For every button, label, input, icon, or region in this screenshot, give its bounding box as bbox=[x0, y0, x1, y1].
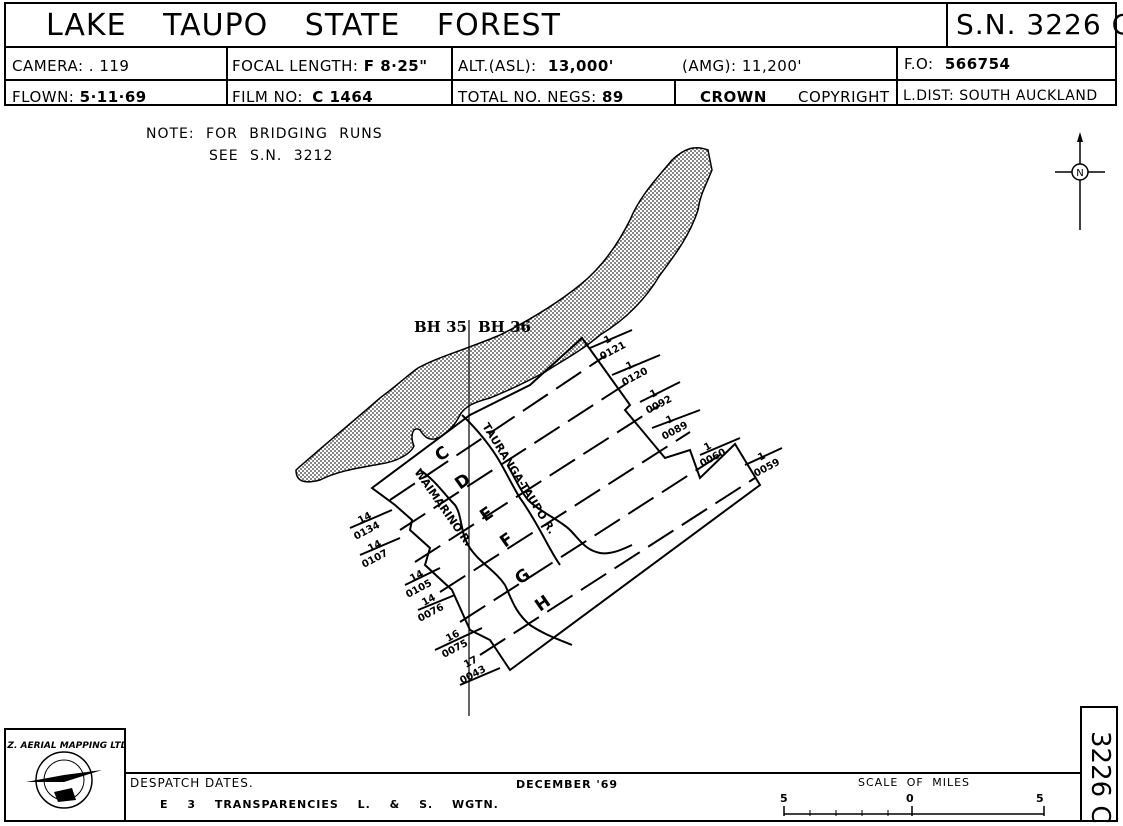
run-letter-g: G bbox=[511, 565, 534, 589]
camera-field: CAMERA: . 119 bbox=[12, 57, 130, 75]
side-number-box bbox=[1080, 706, 1118, 822]
focal-length-field: FOCAL LENGTH: F 8·25" bbox=[232, 57, 428, 75]
header-divider-2 bbox=[451, 46, 453, 104]
scale-bar bbox=[783, 806, 1045, 816]
crown-label: CROWN bbox=[700, 88, 767, 106]
film-no-value: C 1464 bbox=[312, 88, 374, 106]
despatch-date: DECEMBER '69 bbox=[516, 778, 619, 791]
run-letters: C D E F G H bbox=[431, 443, 554, 617]
run-line-e bbox=[414, 404, 661, 563]
north-arrow: N bbox=[1055, 132, 1105, 230]
map-title: LAKE TAUPO STATE FOREST bbox=[46, 8, 561, 43]
run-letter-f: F bbox=[496, 529, 517, 552]
scale-label-mid: 0 bbox=[906, 792, 915, 805]
focal-length-label: FOCAL LENGTH: bbox=[232, 57, 359, 75]
run-label-right-6-top: 1 bbox=[756, 451, 767, 464]
scale-title: SCALE OF MILES bbox=[858, 776, 971, 789]
run-end-ticks bbox=[349, 329, 783, 686]
bridging-note-line-2: SEE S.N. 3212 bbox=[209, 148, 334, 164]
header-rule-1 bbox=[6, 46, 1115, 48]
land-district-field: L.DIST: SOUTH AUCKLAND bbox=[903, 88, 1098, 104]
film-no-field: FILM NO: C 1464 bbox=[232, 88, 373, 106]
run-line-g bbox=[459, 454, 721, 623]
run-label-right-3-top: 1 bbox=[648, 388, 659, 401]
side-sheet-number: 3226 C bbox=[1085, 731, 1115, 824]
tauranga-taupo-river-branch bbox=[507, 465, 633, 555]
header-divider-3 bbox=[674, 79, 676, 104]
run-label-right-5-top: 1 bbox=[702, 441, 713, 454]
alt-asl-field: ALT.(ASL): 13,000' bbox=[458, 57, 614, 75]
north-label: N bbox=[1076, 168, 1083, 179]
flown-value: 5·11·69 bbox=[79, 88, 147, 106]
amg-field: (AMG): 11,200' bbox=[682, 57, 802, 75]
film-no-label: FILM NO: bbox=[232, 88, 303, 106]
bridging-note-line-1: NOTE: FOR BRIDGING RUNS bbox=[146, 126, 383, 142]
despatch-dates-label: DESPATCH DATES. bbox=[130, 776, 254, 790]
total-negs-label: TOTAL NO. NEGS: bbox=[458, 88, 597, 106]
header-rule-2 bbox=[6, 79, 1115, 81]
header-table: LAKE TAUPO STATE FOREST S.N. 3226 C CAME… bbox=[4, 2, 1123, 106]
run-letter-d: D bbox=[451, 470, 474, 494]
fo-field: F.O: 566754 bbox=[904, 55, 1011, 73]
bh36-label: BH 36 bbox=[478, 318, 531, 336]
total-negs-value: 89 bbox=[602, 88, 624, 106]
run-letter-c: C bbox=[431, 443, 453, 467]
run-line-c bbox=[389, 355, 606, 501]
copyright-label: COPYRIGHT bbox=[798, 88, 890, 106]
header-divider-1 bbox=[226, 46, 228, 104]
focal-length-value: F 8·25" bbox=[363, 57, 428, 75]
total-negs-field: TOTAL NO. NEGS: 89 bbox=[458, 88, 624, 106]
tauranga-taupo-river bbox=[461, 414, 561, 566]
flown-field: FLOWN: 5·11·69 bbox=[12, 88, 147, 106]
amg-value: 11,200' bbox=[741, 57, 802, 75]
run-label-right-4-top: 1 bbox=[664, 414, 675, 427]
footer-bottom-rule bbox=[126, 820, 1080, 822]
flown-label: FLOWN: bbox=[12, 88, 75, 106]
amg-label: (AMG): bbox=[682, 57, 737, 75]
run-label-right-1-top: 1 bbox=[602, 334, 613, 347]
run-label-right-2-top: 1 bbox=[624, 360, 635, 373]
fo-label: F.O: bbox=[904, 55, 934, 73]
waimarino-river bbox=[419, 469, 573, 646]
run-letter-h: H bbox=[531, 592, 554, 617]
alt-asl-label: ALT.(ASL): bbox=[458, 57, 537, 75]
despatch-line: E 3 TRANSPARENCIES L. & S. WGTN. bbox=[160, 798, 499, 811]
nz-aerial-mapping-logo: N.Z. AERIAL MAPPING LTD. bbox=[0, 741, 132, 809]
fo-value: 566754 bbox=[944, 55, 1011, 73]
header-divider-4 bbox=[896, 46, 898, 104]
company-logo-box: N.Z. AERIAL MAPPING LTD. bbox=[0, 728, 132, 822]
sheet-number: S.N. 3226 C bbox=[956, 8, 1123, 41]
scale-label-right: 5 bbox=[1036, 792, 1045, 805]
bh35-label: BH 35 bbox=[414, 318, 467, 336]
run-line-d bbox=[399, 379, 633, 531]
run-line-h bbox=[479, 477, 756, 656]
logo-text: N.Z. AERIAL MAPPING LTD. bbox=[6, 741, 124, 751]
alt-asl-value: 13,000' bbox=[547, 57, 614, 75]
header-divider-sn bbox=[946, 4, 948, 48]
flight-runs bbox=[389, 355, 756, 656]
run-line-f bbox=[439, 431, 691, 593]
run-labels-right: 1 0121 1 0120 1 0092 1 0089 1 0060 1 005… bbox=[598, 334, 782, 480]
scale-label-left: 5 bbox=[780, 792, 789, 805]
run-letter-e: E bbox=[476, 503, 497, 526]
lake-taupo-shoreline bbox=[295, 147, 713, 483]
